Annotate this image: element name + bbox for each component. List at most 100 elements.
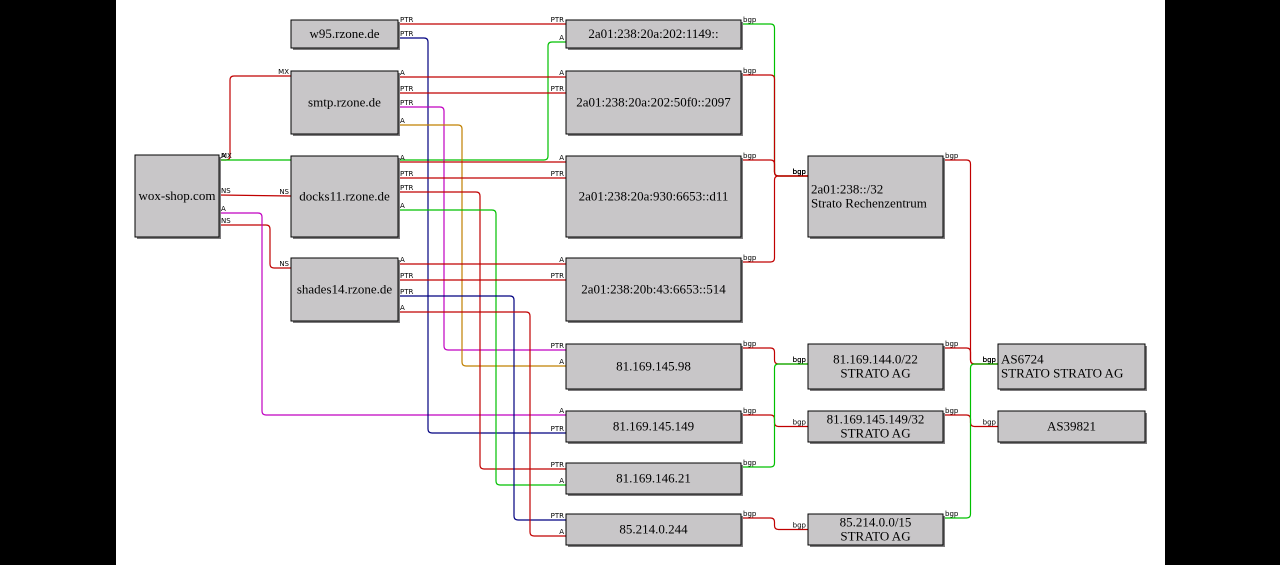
node-box (134, 154, 220, 238)
edge-label-target: A (559, 477, 564, 485)
node-label: 2a01:238::/32 (811, 182, 883, 197)
edge-label-source: PTR (400, 184, 413, 192)
edge-label-target: bgp (793, 168, 807, 176)
node-label: AS39821 (1047, 419, 1096, 434)
edge-docks11-ip4c-ptr (398, 191, 566, 470)
node-box (565, 462, 742, 495)
edge-label-target: PTR (551, 342, 564, 350)
node-label: Strato Rechenzentrum (811, 196, 927, 211)
edge-label-target: MX (278, 68, 289, 76)
edge-label-source: bgp (945, 340, 959, 348)
edge-label-target: PTR (551, 425, 564, 433)
edge-label-source: bgp (743, 407, 757, 415)
node-shades14[interactable]: shades14.rzone.de (290, 257, 400, 323)
node-ip4d[interactable]: 85.214.0.244 (565, 513, 743, 547)
edge-label-source: bgp (743, 67, 757, 75)
edge-wox-shades14-ns (219, 224, 291, 269)
edge-label-source: bgp (945, 510, 959, 518)
node-ip6c[interactable]: 2a01:238:20a:930:6653::d11 (565, 155, 743, 239)
node-label: shades14.rzone.de (297, 282, 393, 297)
edge-net4c-as6724-bgp (943, 363, 998, 519)
node-label: docks11.rzone.de (299, 189, 390, 204)
node-ip4a[interactable]: 81.169.145.98 (565, 343, 743, 391)
node-ip6d[interactable]: 2a01:238:20b:43:6653::514 (565, 257, 743, 323)
nodes-layer: wox-shop.com w95.rzone.de smtp.rzone.de doc… (134, 19, 1147, 547)
node-box (565, 257, 742, 322)
edge-ip4c-net4a-bgp (741, 363, 808, 468)
edge-ip4d-net4c-bgp (741, 517, 808, 531)
edge-label-source: bgp (945, 407, 959, 415)
edge-label-source: A (221, 205, 226, 213)
edge-label-source: PTR (400, 16, 413, 24)
edge-label-source: A (221, 152, 226, 160)
edge-label-target: bgp (793, 419, 807, 427)
edge-label-source: PTR (400, 30, 413, 38)
edge-label-source: A (400, 304, 405, 312)
edge-docks11-ip4c-a (398, 209, 566, 486)
node-ip4c[interactable]: 81.169.146.21 (565, 462, 743, 496)
node-label: 2a01:238:20a:202:50f0::2097 (576, 95, 731, 110)
node-box (565, 513, 742, 546)
edge-label-source: PTR (400, 272, 413, 280)
node-box (565, 19, 742, 49)
node-label: 81.169.146.21 (616, 471, 691, 486)
node-box (807, 343, 944, 390)
edge-label-source: A (400, 154, 405, 162)
edge-label-source: PTR (400, 288, 413, 296)
edge-label-target: bgp (793, 356, 807, 364)
edge-label-target: PTR (551, 512, 564, 520)
node-box (290, 155, 399, 238)
edge-label-source: bgp (945, 152, 959, 160)
node-box (565, 155, 742, 238)
edge-shades14-ip4d-a (398, 311, 566, 537)
node-w95[interactable]: w95.rzone.de (290, 19, 400, 50)
node-box (290, 19, 399, 49)
edge-label-source: A (400, 256, 405, 264)
node-label: 2a01:238:20a:930:6653::d11 (579, 189, 729, 204)
edge-label-target: bgp (793, 168, 807, 176)
edge-label-target: A (559, 407, 564, 415)
node-box (807, 513, 944, 546)
edge-label-target: NS (279, 188, 289, 196)
node-wox[interactable]: wox-shop.com (134, 154, 221, 239)
node-label: AS6724 (1001, 352, 1044, 367)
node-box (565, 410, 742, 443)
edge-smtp-ip4a-ptr (398, 106, 566, 351)
node-ip4b[interactable]: 81.169.145.149 (565, 410, 743, 444)
edge-label-target: bgp (983, 419, 997, 427)
node-ip6b[interactable]: 2a01:238:20a:202:50f0::2097 (565, 70, 743, 136)
edge-wox-docks11-ns (218, 194, 292, 197)
node-label: STRATO AG (840, 366, 910, 381)
edge-label-source: A (400, 69, 405, 77)
edge-label-source: bgp (743, 254, 757, 262)
node-smtp[interactable]: smtp.rzone.de (290, 70, 400, 136)
node-label: 2a01:238:20a:202:1149:: (588, 26, 718, 41)
edge-label-target: PTR (551, 461, 564, 469)
node-docks11[interactable]: docks11.rzone.de (290, 155, 400, 239)
node-box (290, 70, 399, 135)
edge-label-target: A (559, 256, 564, 264)
edge-label-source: bgp (743, 16, 757, 24)
node-label: 2a01:238:20b:43:6653::514 (581, 282, 726, 297)
edge-ip6d-net6-bgp (741, 175, 808, 263)
edge-label-source: NS (221, 217, 231, 225)
node-ip6a[interactable]: 2a01:238:20a:202:1149:: (565, 19, 743, 50)
edge-label-target: PTR (551, 16, 564, 24)
edge-label-source: MX (221, 152, 232, 160)
edge-label-source: PTR (400, 170, 413, 178)
edge-label-target: bgp (793, 522, 807, 530)
edge-label-source: bgp (743, 152, 757, 160)
edge-label-source: A (400, 117, 405, 125)
edge-wox-ip4b-a (219, 212, 566, 416)
node-box (565, 343, 742, 390)
node-as39821[interactable]: AS39821 (997, 410, 1147, 444)
node-label: 81.169.145.98 (616, 359, 691, 374)
edge-label-target: bgp (793, 168, 807, 176)
node-box (997, 410, 1146, 443)
